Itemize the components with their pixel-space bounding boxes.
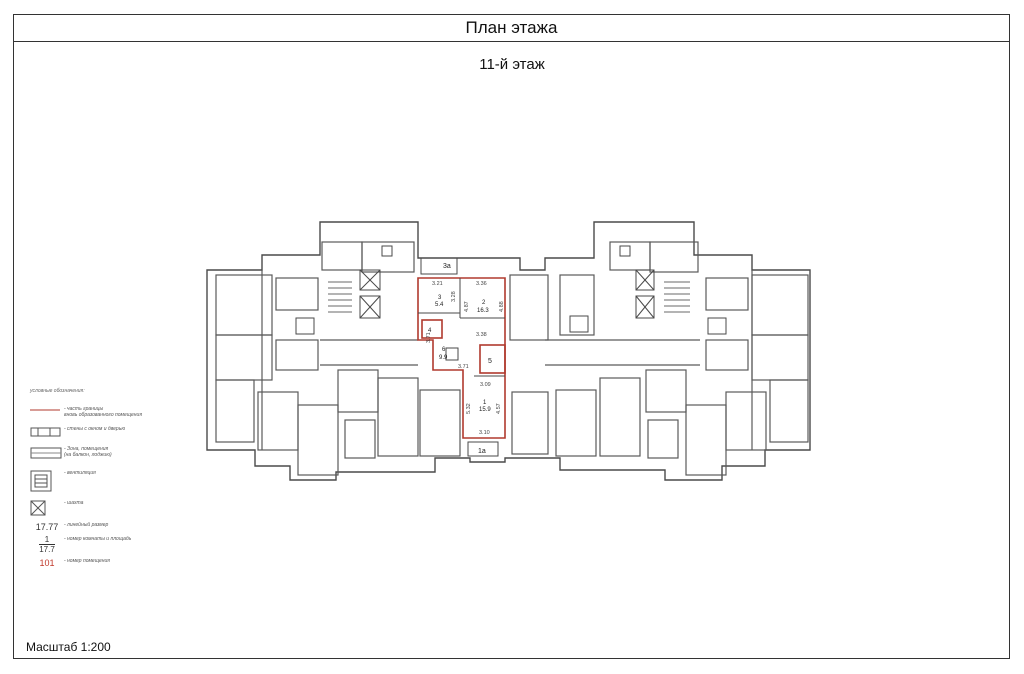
dim-label: 3.71: [426, 332, 432, 343]
vent-icon: [619, 245, 631, 257]
balcony-icon: [30, 446, 64, 462]
entry-3a-label: 3а: [443, 263, 451, 270]
scale-label: Масштаб 1:200: [26, 640, 111, 654]
legend-item-shaft: - шахта: [30, 500, 83, 518]
room-outline: [215, 274, 273, 336]
room-outline: [511, 391, 549, 455]
stair-icon: [328, 281, 352, 313]
apartment-inner-walls: [418, 257, 505, 457]
shaft-legend-icon: [30, 500, 64, 518]
dim-label: 3.10: [479, 430, 490, 436]
elevator-shaft-icon: [635, 269, 655, 291]
boundary-line: [479, 344, 506, 374]
legend-item-wall: - стены с окном и дверью: [30, 426, 125, 440]
room-outline: [337, 369, 379, 413]
stair-icon: [664, 281, 690, 313]
room-outline: [559, 274, 595, 336]
drawing-frame: [13, 14, 1010, 659]
dim-label: 3.38: [476, 332, 487, 338]
legend-item-dimension: 17.77 - линейный размер: [30, 522, 109, 532]
room-outline: [685, 404, 727, 476]
boundary-line: [421, 319, 443, 339]
room-5-number: 5: [488, 358, 492, 365]
dim-label: 5.32: [466, 403, 472, 414]
interior-walls: [215, 241, 809, 476]
room-outline: [377, 377, 419, 457]
room-outline: [257, 391, 299, 451]
room-outline: [649, 241, 699, 273]
room-1-area: 15.9: [479, 407, 491, 413]
room-outline: [297, 404, 339, 476]
dim-label: 3.28: [451, 291, 457, 302]
room-6-area: 9.9: [439, 355, 448, 361]
room-outline: [725, 391, 767, 451]
room-outline: [321, 241, 363, 271]
dim-label: 3.09: [480, 382, 491, 388]
boundary-line: [417, 277, 506, 439]
legend-item-balcony: - Зона, помещения (на балкон, лоджию): [30, 446, 112, 462]
room-outline: [769, 379, 809, 443]
premise-number-sample: 101: [39, 558, 55, 568]
vent-legend-icon: [30, 470, 64, 494]
dimension-labels: 3.21 3.36 3.28 4.87 4.88 3.38 3.71 3.71 …: [426, 281, 505, 436]
room-outline: [215, 334, 273, 381]
vent-icon: [569, 315, 589, 333]
boundary-line-icon: [30, 406, 64, 416]
room-number-sample: 1 17.7: [39, 535, 55, 554]
elevator-shaft-icon: [635, 295, 655, 319]
room-2-number: 2: [482, 300, 486, 306]
apartment-boundary: [417, 277, 506, 439]
room-outline: [509, 274, 549, 341]
room-outline: [751, 274, 809, 336]
room-outline: [705, 339, 749, 371]
vent-icon: [295, 317, 315, 335]
room-outline: [647, 419, 679, 459]
dim-label: 4.87: [464, 301, 470, 312]
room-outline: [645, 369, 687, 413]
room-3-area: 5.4: [435, 302, 444, 308]
legend-item-premise-number: 101 - номер помещения: [30, 558, 109, 568]
wall-with-window-icon: [30, 426, 64, 440]
legend-item-boundary: - часть границы вновь образованного поме…: [30, 406, 142, 418]
room-4-number: 4: [428, 328, 432, 334]
room-outline: [705, 277, 749, 311]
apartment-labels: 3а 1а 3 5.4 2 16.3 4 6 9.9 5 1 15.9: [428, 263, 492, 455]
legend-heading: условные обозначения:: [30, 388, 85, 394]
entry-1a-label: 1а: [478, 448, 486, 455]
legend-item-vent: - вентиляция: [30, 470, 96, 494]
dim-label: 3.36: [476, 281, 487, 287]
room-outline: [361, 241, 415, 273]
dim-label: 4.57: [496, 403, 502, 414]
elevator-shaft-icon: [359, 295, 381, 319]
room-2-area: 16.3: [477, 308, 489, 314]
room-outline: [344, 419, 376, 459]
dim-label: 4.88: [499, 301, 505, 312]
vent-icon: [445, 347, 459, 361]
dim-label: 3.21: [432, 281, 443, 287]
floor-label: 11-й этаж: [479, 56, 545, 73]
room-outline: [555, 389, 597, 457]
room-outline: [275, 277, 319, 311]
vent-icon: [707, 317, 727, 335]
legend: условные обозначения: - часть границы вн…: [30, 388, 180, 568]
room-outline: [599, 377, 641, 457]
room-1-number: 1: [483, 400, 487, 406]
room-outline: [215, 379, 255, 443]
room-outline: [275, 339, 319, 371]
dimension-sample: 17.77: [35, 522, 59, 532]
dim-label: 3.71: [458, 364, 469, 370]
room-6-number: 6: [442, 347, 446, 353]
room-outline: [419, 389, 461, 457]
shafts: [295, 245, 727, 361]
vent-icon: [381, 245, 393, 257]
room-3-number: 3: [438, 295, 442, 301]
legend-item-room-number: 1 17.7 - номер комнаты и площадь: [30, 536, 131, 554]
elevator-shaft-icon: [359, 269, 381, 291]
room-outline: [751, 334, 809, 381]
page-title: План этажа: [13, 14, 1010, 42]
